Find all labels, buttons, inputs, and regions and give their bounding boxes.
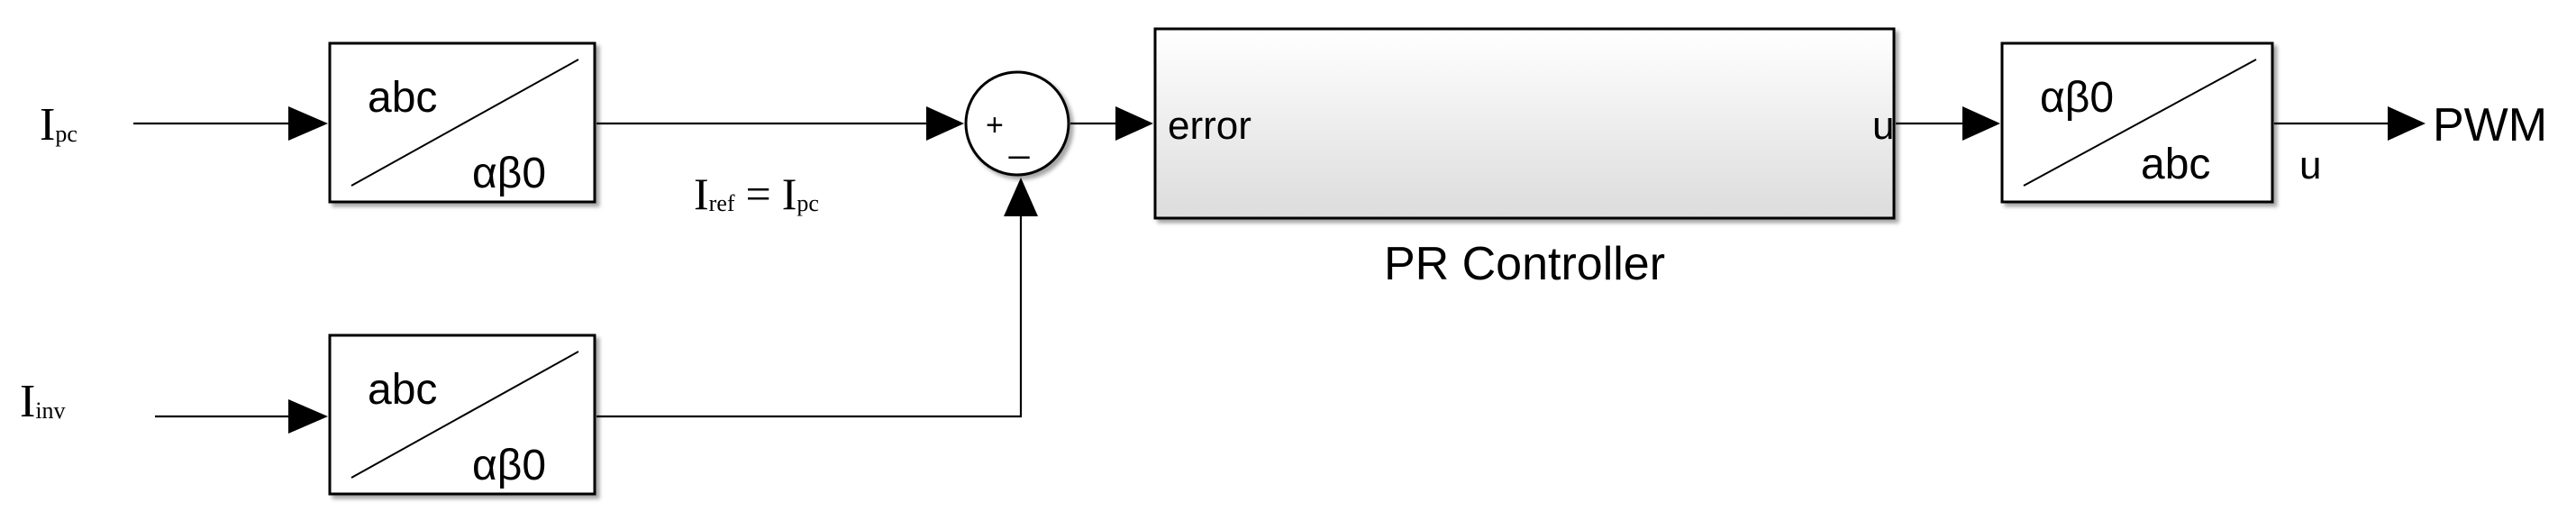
arrowheads <box>288 106 2426 434</box>
arrow-into-pwm <box>2388 106 2426 141</box>
inverse-clarke-top-label: αβ0 <box>2040 74 2114 122</box>
clarke-block-2-bottom-label: αβ0 <box>472 442 546 489</box>
inverse-clarke-block[interactable]: αβ0 abc <box>2000 41 2274 204</box>
clarke-transform-block-1[interactable]: abc αβ0 <box>328 41 596 204</box>
pwm-output-label: PWM <box>2433 99 2547 151</box>
arrow-into-clarke1 <box>288 106 328 141</box>
output-signal-label: u <box>2299 143 2321 187</box>
arrow-into-clarke2 <box>288 399 328 434</box>
inverse-clarke-frame <box>2000 41 2274 204</box>
signal-wires <box>133 122 2388 418</box>
inverse-clarke-bottom-label: abc <box>2141 141 2210 188</box>
input-label-iinv: Iinv <box>20 376 66 427</box>
sum-minus-sign: _ <box>1008 120 1030 160</box>
clarke-transform-block-2[interactable]: abc αβ0 <box>328 334 596 496</box>
clarke-block-1-frame <box>328 41 596 204</box>
wire-clarke2-to-sum <box>596 216 1023 418</box>
clarke-block-1-bottom-label: αβ0 <box>472 150 546 197</box>
controller-input-port-label: error <box>1168 104 1252 148</box>
sum-block[interactable]: + _ <box>964 70 1070 177</box>
clarke-block-2-frame <box>328 334 596 496</box>
arrow-into-sum-minus <box>1004 178 1038 216</box>
inverse-clarke-diagonal <box>2023 59 2257 187</box>
clarke-block-2-diagonal <box>350 351 579 479</box>
arrow-into-sum-plus <box>926 106 964 141</box>
arrow-into-inverse <box>1962 106 2000 141</box>
sum-block-circle <box>964 70 1070 177</box>
input-label-ipc: Ipc <box>40 99 77 151</box>
sum-plus-sign: + <box>986 108 1004 142</box>
arrow-into-controller <box>1115 106 1153 141</box>
pr-controller-frame <box>1153 27 1896 220</box>
pr-controller-block[interactable]: error u <box>1153 27 1896 220</box>
clarke-block-1-diagonal <box>350 59 579 187</box>
pr-controller-name: PR Controller <box>1384 238 1665 290</box>
reference-equation-label: Iref=Ipc <box>694 169 819 219</box>
controller-output-port-label: u <box>1872 104 1894 148</box>
clarke-block-2-top-label: abc <box>368 366 437 414</box>
clarke-block-1-top-label: abc <box>368 74 437 122</box>
